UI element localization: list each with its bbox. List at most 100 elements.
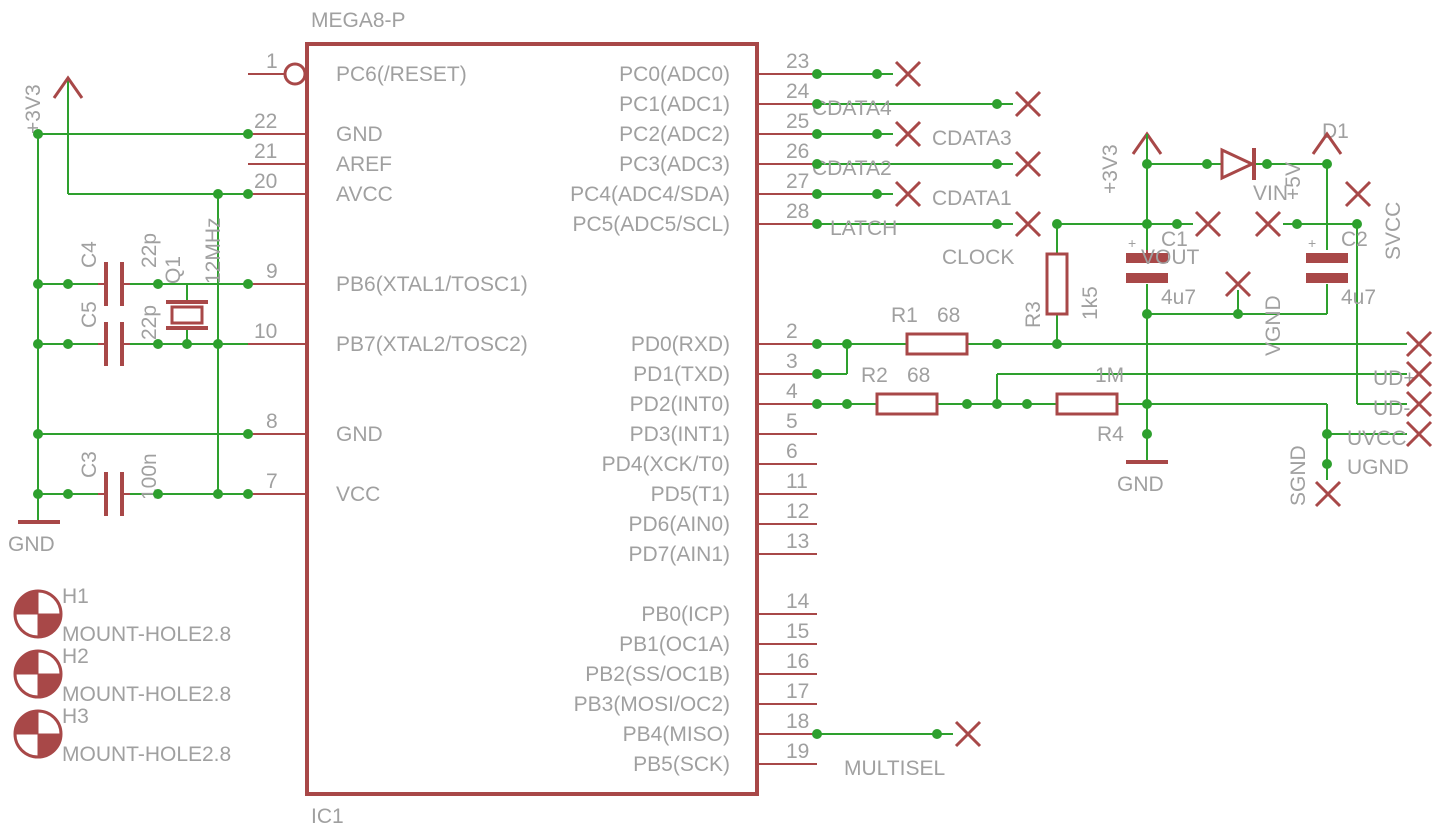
h1-value: MOUNT-HOLE2.8 xyxy=(62,623,231,646)
pin-num: 27 xyxy=(786,170,809,193)
pin-name: PD5(T1) xyxy=(651,483,730,506)
r1-ref: R1 xyxy=(891,304,918,327)
net-uvcc: UVCC xyxy=(1347,427,1407,450)
net-vin: VIN xyxy=(1253,182,1288,205)
pin-num: 1 xyxy=(266,50,278,73)
net-svcc: SVCC xyxy=(1382,202,1405,260)
gnd-label: GND xyxy=(8,533,55,556)
h2-value: MOUNT-HOLE2.8 xyxy=(62,683,231,706)
pin-num: 7 xyxy=(266,470,278,493)
pin-num: 16 xyxy=(786,650,809,673)
ic1: MEGA8-P IC1 1 22 21 20 9 10 8 7 PC6(/RES… xyxy=(248,9,817,828)
pin-num: 8 xyxy=(266,410,278,433)
pin-name: PB4(MISO) xyxy=(623,723,730,746)
mount-holes: H1 MOUNT-HOLE2.8 H2 MOUNT-HOLE2.8 H3 MOU… xyxy=(13,585,231,766)
pin-num: 4 xyxy=(786,380,798,403)
ic1-ref: IC1 xyxy=(311,805,344,828)
no-connect-marks xyxy=(894,60,1433,748)
pin-num: 9 xyxy=(266,260,278,283)
net-multisel: MULTISEL xyxy=(844,757,945,780)
pin-name: PD2(INT0) xyxy=(630,393,730,416)
mount-hole-h3: H3 MOUNT-HOLE2.8 xyxy=(13,705,231,766)
pin-name: PD1(TXD) xyxy=(633,363,730,386)
ic1-body xyxy=(305,42,759,796)
resistor-r2: R2 68 xyxy=(861,364,939,416)
pin-num: 15 xyxy=(786,620,809,643)
left-3v3-supply: +3V3 xyxy=(22,84,45,134)
c4-ref: C4 xyxy=(78,241,101,268)
net-labels: CDATA4 CDATA3 CDATA2 CDATA1 LATCH CLOCK … xyxy=(812,97,1416,780)
net-cdata4: CDATA4 xyxy=(812,97,892,120)
pin-num: 26 xyxy=(786,140,809,163)
right-junctions xyxy=(812,69,1362,739)
pin-num: 3 xyxy=(786,350,798,373)
capacitor-c1: + C1 4u7 xyxy=(1126,228,1196,309)
resistor-r1: R1 68 xyxy=(891,304,969,356)
crystal-q1: Q1 12MHz xyxy=(162,217,225,330)
net-ud-minus: UD- xyxy=(1373,397,1410,420)
pin-name: PC0(ADC0) xyxy=(619,63,730,86)
pin-name: PC4(ADC4/SDA) xyxy=(570,183,730,206)
r3-value: 1k5 xyxy=(1079,286,1102,320)
q1-ref: Q1 xyxy=(162,256,185,284)
net-vout: VOUT xyxy=(1141,246,1200,269)
avcc-arrow-icon xyxy=(52,75,84,99)
left-gnd-symbol: GND xyxy=(8,520,60,556)
pin-name: PB2(SS/OC1B) xyxy=(585,663,730,686)
pin-num: 18 xyxy=(786,710,809,733)
h1-ref: H1 xyxy=(62,585,89,608)
net-vgnd: VGND xyxy=(1262,295,1285,356)
h2-ref: H2 xyxy=(62,645,89,668)
right-gnd-symbol: GND xyxy=(1117,460,1168,496)
c5-ref: C5 xyxy=(78,301,101,328)
pin-name: AREF xyxy=(336,153,392,176)
d1-ref: D1 xyxy=(1322,120,1349,143)
c1-ref: C1 xyxy=(1161,228,1188,251)
net-cdata3: CDATA3 xyxy=(932,127,1012,150)
pin-num: 12 xyxy=(786,500,809,523)
pin-name: PB3(MOSI/OC2) xyxy=(574,693,730,716)
pin-num: 2 xyxy=(786,320,798,343)
r4-value: 1M xyxy=(1095,364,1124,387)
r2-value: 68 xyxy=(907,364,930,387)
c3-value: 100n xyxy=(138,453,161,500)
pin-num: 25 xyxy=(786,110,809,133)
pin-num: 10 xyxy=(254,320,277,343)
pin-name: VCC xyxy=(336,483,380,506)
pin-num: 11 xyxy=(786,470,808,493)
pin-name: PC5(ADC5/SCL) xyxy=(572,213,730,236)
d1-value: +5V xyxy=(1282,162,1305,200)
pin-num: 23 xyxy=(786,50,809,73)
pin-name: PD4(XCK/T0) xyxy=(602,453,730,476)
h3-value: MOUNT-HOLE2.8 xyxy=(62,743,231,766)
pin-num: 14 xyxy=(786,590,810,613)
pin-num: 17 xyxy=(786,680,809,703)
resistor-r3: R3 1k5 xyxy=(1022,252,1102,328)
pin-num: 24 xyxy=(786,80,810,103)
net-ud-plus: UD+ xyxy=(1373,367,1416,390)
pin-name: PD6(AIN0) xyxy=(628,513,730,536)
net-clock: CLOCK xyxy=(942,246,1014,269)
pin-name: PC6(/RESET) xyxy=(336,63,467,86)
c2-value: 4u7 xyxy=(1341,286,1376,309)
pin-num: 21 xyxy=(254,140,277,163)
pin-num: 19 xyxy=(786,740,809,763)
mount-hole-h2: H2 MOUNT-HOLE2.8 xyxy=(13,645,231,706)
pin-name: PC1(ADC1) xyxy=(619,93,730,116)
pin-name: PD0(RXD) xyxy=(631,333,730,356)
h3-ref: H3 xyxy=(62,705,89,728)
capacitor-c2: + C2 4u7 xyxy=(1306,228,1376,309)
c3-ref: C3 xyxy=(78,451,101,478)
gnd-label: GND xyxy=(1117,473,1164,496)
resistor-r4: 1M R4 xyxy=(1055,364,1124,446)
pin-name: PD3(INT1) xyxy=(630,423,730,446)
r1-value: 68 xyxy=(937,304,960,327)
c1-value: 4u7 xyxy=(1161,286,1196,309)
pin-name: PD7(AIN1) xyxy=(628,543,730,566)
q1-value: 12MHz xyxy=(202,217,225,284)
pin-num: 13 xyxy=(786,530,809,553)
ic1-name: MEGA8-P xyxy=(311,9,406,32)
pin-num: 22 xyxy=(254,110,277,133)
net-cdata2: CDATA2 xyxy=(812,157,892,180)
